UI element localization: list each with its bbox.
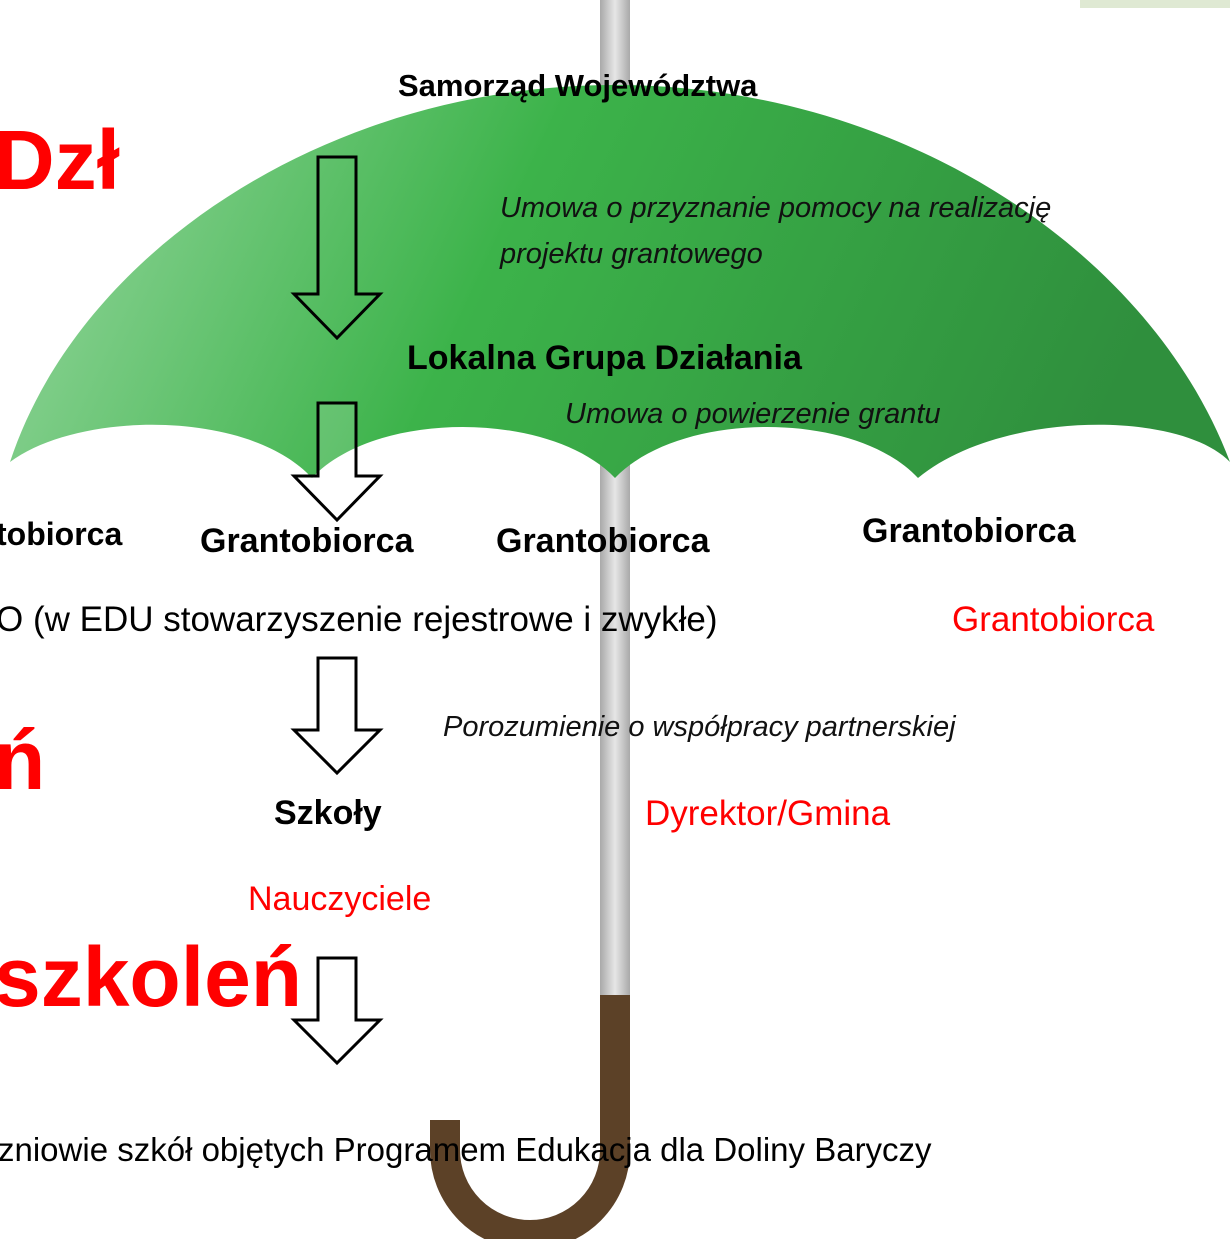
fragment-top: Dzł <box>0 113 120 207</box>
agreement-1-line1: Umowa o przyznanie pomocy na realizację <box>500 192 1052 224</box>
grantee-label: Grantobiorca <box>200 522 414 560</box>
pupils-line: zniowie szkół objętych Programem Edukacj… <box>0 1131 932 1168</box>
top-label: Samorząd Województwa <box>398 68 758 103</box>
schools-label: Szkoły <box>274 794 382 832</box>
lgd-label: Lokalna Grupa Działania <box>407 339 802 377</box>
agreement-1-line2: projektu grantowego <box>500 238 763 270</box>
fragment-mid: ń <box>0 713 46 807</box>
down-arrow-icon <box>290 401 384 523</box>
grantee-label: Grantobiorca <box>862 512 1076 550</box>
agreement-3: Porozumienie o współpracy partnerskiej <box>443 711 956 743</box>
corner-decoration <box>1080 0 1230 8</box>
down-arrow-icon <box>290 656 384 776</box>
fragment-bottom: szkoleń <box>0 930 303 1024</box>
agreement-2: Umowa o powierzenie grantu <box>565 398 941 430</box>
umbrella-handle <box>430 995 630 1239</box>
down-arrow-icon <box>290 155 384 341</box>
schools-role: Dyrektor/Gmina <box>645 794 891 833</box>
grantee-label: tobiorca <box>0 516 123 552</box>
teachers-label: Nauczyciele <box>248 880 432 918</box>
grantee-label: Grantobiorca <box>496 522 710 560</box>
ngo-line: O (w EDU stowarzyszenie rejestrowe i zwy… <box>0 600 718 639</box>
ngo-role: Grantobiorca <box>952 600 1155 639</box>
umbrella-canopy <box>10 85 1230 478</box>
down-arrow-icon <box>290 956 384 1066</box>
